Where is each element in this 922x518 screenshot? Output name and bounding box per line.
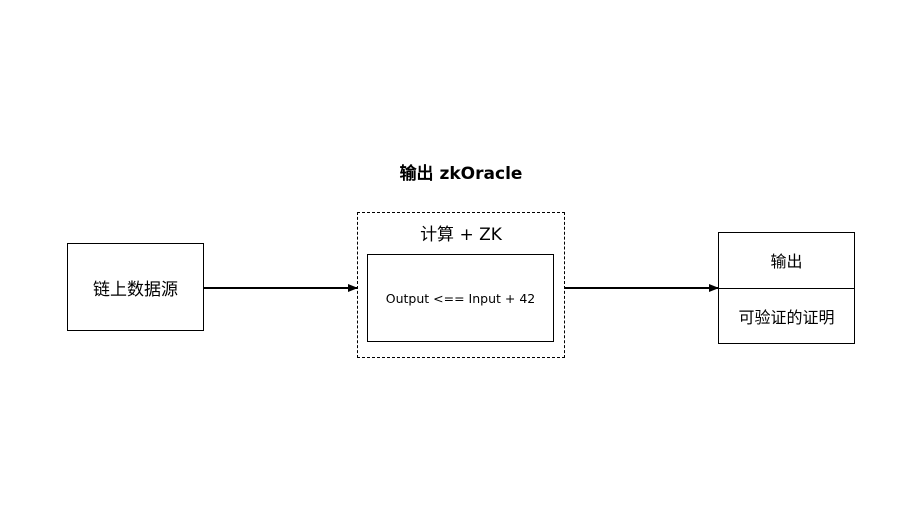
output-node: 输出 可验证的证明	[718, 232, 855, 344]
data-source-node: 链上数据源	[67, 243, 204, 331]
output-header-cell: 输出	[719, 233, 854, 288]
data-source-label: 链上数据源	[93, 279, 178, 300]
output-header-label: 输出	[770, 252, 803, 272]
compute-zk-label: 计算 + ZK	[420, 225, 502, 245]
diagram-title: 输出 zkOracle	[399, 164, 523, 184]
formula-node: Output <== Input + 42	[367, 254, 554, 342]
verifiable-proof-label: 可验证的证明	[738, 307, 835, 327]
output-body-cell: 可验证的证明	[719, 287, 854, 344]
formula-text: Output <== Input + 42	[385, 290, 536, 306]
